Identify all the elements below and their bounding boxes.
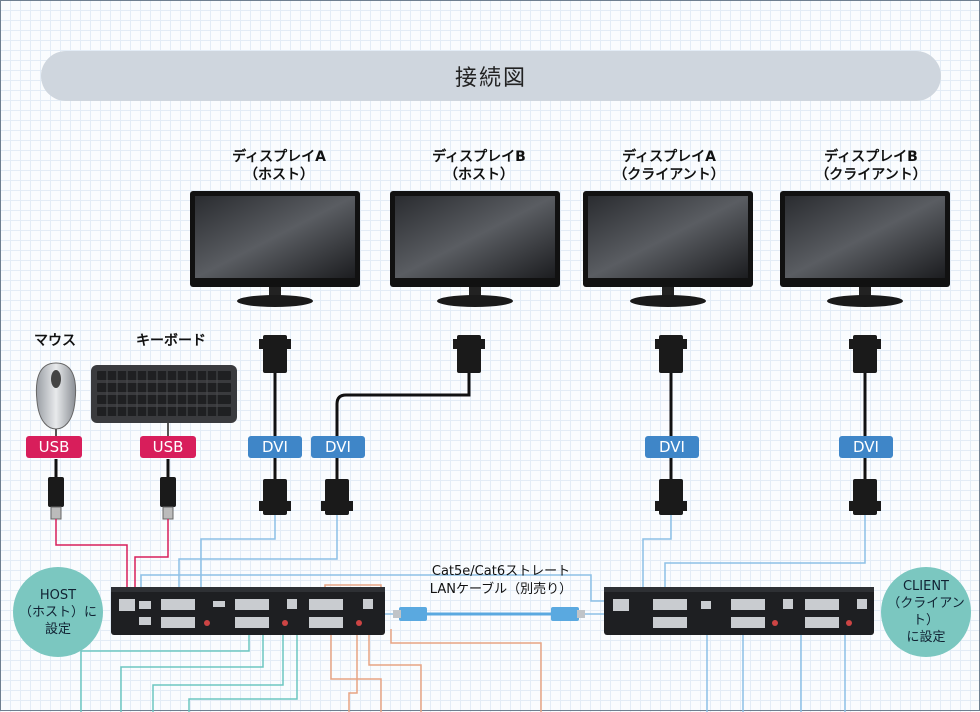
dvi-badge-b-client: DVI <box>839 436 893 458</box>
dvi-connectors-bottom <box>259 479 881 515</box>
lan-cable <box>377 607 607 621</box>
monitor-b-host <box>390 191 560 307</box>
diagram-title: 接続図 <box>41 51 941 101</box>
dvi-badge-a-host: DVI <box>248 436 302 458</box>
client-kvm-unit <box>604 587 874 635</box>
display-label-line1: ディスプレイA <box>232 149 326 165</box>
host-setting-line1: HOST <box>39 587 77 603</box>
lan-cable-label-line2: LANケーブル（別売り） <box>429 582 573 597</box>
usb-plugs <box>48 477 176 520</box>
lan-cable-label: Cat5e/Cat6ストレート LANケーブル（別売り） <box>411 563 591 599</box>
mouse-label: マウス <box>34 333 76 349</box>
dvi-connectors-top <box>259 335 881 373</box>
client-setting-badge: CLIENT （クライアント） に設定 <box>881 567 971 657</box>
dvi-badge-b-host: DVI <box>311 436 365 458</box>
monitor-a-host <box>190 191 360 307</box>
usb-badge-keyboard: USB <box>140 436 196 458</box>
usb-badge-mouse: USB <box>26 436 82 458</box>
display-label-a-host: ディスプレイA （ホスト） <box>219 148 339 184</box>
dvi-badge-a-client: DVI <box>645 436 699 458</box>
monitor-a-client <box>583 191 753 307</box>
display-label-line2: （ホスト） <box>444 167 514 183</box>
display-label-b-host: ディスプレイB （ホスト） <box>419 148 539 184</box>
host-setting-line2: （ホスト）に <box>18 604 97 620</box>
mouse-icon <box>35 362 77 439</box>
display-label-line1: ディスプレイA <box>622 149 716 165</box>
display-label-line1: ディスプレイB <box>824 149 918 165</box>
display-label-line2: （クライアント） <box>613 167 725 183</box>
client-setting-line2: （クライアント） <box>887 596 965 628</box>
monitor-b-client <box>780 191 950 307</box>
lan-cable-label-line1: Cat5e/Cat6ストレート <box>431 564 571 579</box>
display-label-line2: （ホスト） <box>244 167 314 183</box>
keyboard-label: キーボード <box>136 333 206 349</box>
keyboard-icon <box>91 365 237 439</box>
display-label-a-client: ディスプレイA （クライアント） <box>599 148 739 184</box>
client-setting-line3: に設定 <box>906 630 946 645</box>
client-setting-line1: CLIENT <box>902 579 950 594</box>
display-label-line1: ディスプレイB <box>432 149 526 165</box>
display-label-b-client: ディスプレイB （クライアント） <box>801 148 941 184</box>
dvi-cables <box>54 373 867 483</box>
display-label-line2: （クライアント） <box>815 167 927 183</box>
host-setting-badge: HOST （ホスト）に 設定 <box>13 567 103 657</box>
host-setting-line3: 設定 <box>44 621 71 637</box>
host-kvm-unit <box>111 587 385 635</box>
